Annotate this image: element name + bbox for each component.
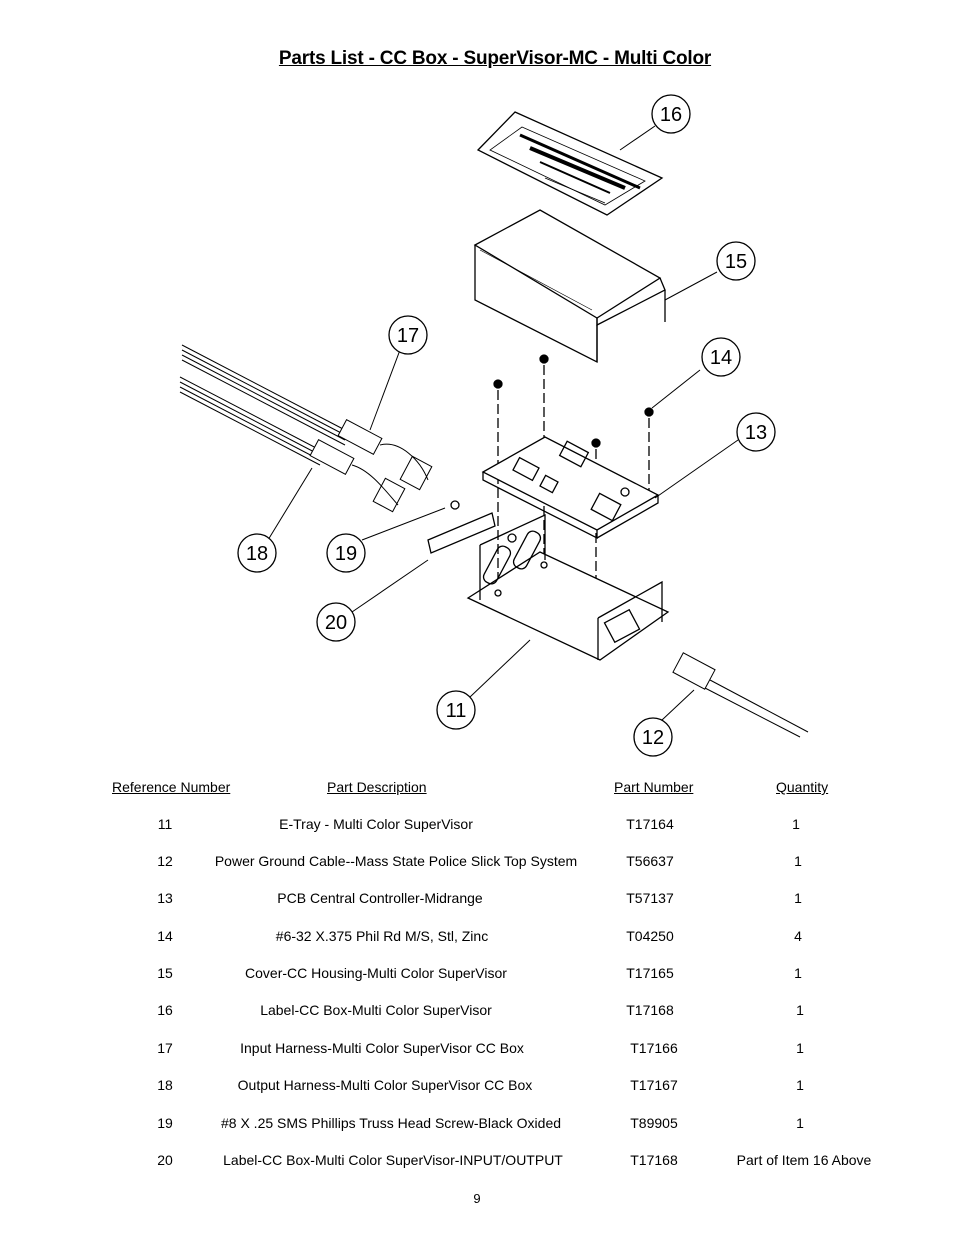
table-row: 13 PCB Central Controller-Midrange T5713… xyxy=(0,890,954,910)
cover-housing xyxy=(473,209,666,364)
leader-lines xyxy=(267,125,739,721)
table-row: 11 E-Tray - Multi Color SuperVisor T1716… xyxy=(0,816,954,836)
qty-cell: 1 xyxy=(794,965,802,981)
callout-11: 11 xyxy=(436,690,476,730)
qty-cell: 1 xyxy=(794,890,802,906)
label-plate xyxy=(476,111,664,216)
callout-14: 14 xyxy=(701,337,741,377)
ref-cell: 12 xyxy=(157,853,173,869)
ref-cell: 13 xyxy=(157,890,173,906)
qty-cell: 1 xyxy=(796,1077,804,1093)
svg-text:20: 20 xyxy=(325,612,347,634)
part-number-cell: T17166 xyxy=(630,1040,678,1056)
part-number-cell: T89905 xyxy=(630,1115,678,1131)
svg-text:14: 14 xyxy=(710,347,732,369)
table-row: 15 Cover-CC Housing-Multi Color SuperVis… xyxy=(0,965,954,985)
header-part-description: Part Description xyxy=(327,779,427,795)
table-row: 18 Output Harness-Multi Color SuperVisor… xyxy=(0,1077,954,1097)
part-number-cell: T17168 xyxy=(630,1152,678,1168)
ref-cell: 19 xyxy=(157,1115,173,1131)
ref-cell: 15 xyxy=(157,965,173,981)
callout-12: 12 xyxy=(633,717,673,757)
table-row: 19 #8 X .25 SMS Phillips Truss Head Scre… xyxy=(0,1115,954,1135)
page-number: 9 xyxy=(473,1191,481,1206)
part-number-cell: T56637 xyxy=(626,853,674,869)
svg-text:19: 19 xyxy=(335,543,357,565)
qty-cell: 1 xyxy=(796,1002,804,1018)
desc-cell: Input Harness-Multi Color SuperVisor CC … xyxy=(240,1040,524,1056)
qty-cell: Part of Item 16 Above xyxy=(736,1152,872,1168)
desc-cell: Cover-CC Housing-Multi Color SuperVisor xyxy=(245,965,507,981)
header-part-number: Part Number xyxy=(614,779,694,795)
callout-13: 13 xyxy=(736,412,776,452)
exploded-assembly-diagram: 16 15 17 14 13 18 19 20 11 12 xyxy=(179,94,809,757)
table-row: 12 Power Ground Cable--Mass State Police… xyxy=(0,853,954,873)
ref-cell: 17 xyxy=(157,1040,173,1056)
pcb-board xyxy=(481,436,660,540)
part-number-cell: T57137 xyxy=(626,890,674,906)
ref-cell: 20 xyxy=(157,1152,173,1168)
svg-text:16: 16 xyxy=(660,104,682,126)
wire-harness xyxy=(179,344,433,513)
desc-cell: PCB Central Controller-Midrange xyxy=(277,890,483,906)
callout-16: 16 xyxy=(651,94,691,134)
desc-cell: E-Tray - Multi Color SuperVisor xyxy=(279,816,473,832)
ref-cell: 11 xyxy=(157,816,173,832)
e-tray xyxy=(466,513,670,661)
svg-text:11: 11 xyxy=(446,700,467,722)
part-number-cell: T17165 xyxy=(626,965,674,981)
qty-cell: 4 xyxy=(794,928,802,944)
qty-cell: 1 xyxy=(794,853,802,869)
desc-cell: Label-CC Box-Multi Color SuperVisor-INPU… xyxy=(223,1152,563,1168)
header-reference-number: Reference Number xyxy=(112,779,231,795)
svg-text:13: 13 xyxy=(745,422,767,444)
ref-cell: 18 xyxy=(157,1077,173,1093)
page-title: Parts List - CC Box - SuperVisor-MC - Mu… xyxy=(278,48,712,69)
svg-text:15: 15 xyxy=(725,251,747,273)
ref-cell: 14 xyxy=(157,928,173,944)
ref-cell: 16 xyxy=(157,1002,173,1018)
header-quantity: Quantity xyxy=(776,779,829,795)
table-row: 14 #6-32 X.375 Phil Rd M/S, Stl, Zinc T0… xyxy=(0,928,954,948)
callout-15: 15 xyxy=(716,241,756,281)
table-row: 20 Label-CC Box-Multi Color SuperVisor-I… xyxy=(0,1152,954,1172)
svg-text:17: 17 xyxy=(397,325,419,347)
table-row: 16 Label-CC Box-Multi Color SuperVisor T… xyxy=(0,1002,954,1022)
callout-18: 18 xyxy=(237,533,277,573)
io-label-strip xyxy=(427,500,496,554)
part-number-cell: T17164 xyxy=(626,816,674,832)
svg-text:18: 18 xyxy=(246,543,268,565)
power-cable xyxy=(672,652,809,738)
svg-text:12: 12 xyxy=(642,727,664,749)
callout-20: 20 xyxy=(316,602,356,642)
part-number-cell: T17167 xyxy=(630,1077,678,1093)
callout-17: 17 xyxy=(388,315,428,355)
table-row: 17 Input Harness-Multi Color SuperVisor … xyxy=(0,1040,954,1060)
desc-cell: Label-CC Box-Multi Color SuperVisor xyxy=(260,1002,492,1018)
desc-cell: #8 X .25 SMS Phillips Truss Head Screw-B… xyxy=(220,1115,562,1131)
desc-cell: Power Ground Cable--Mass State Police Sl… xyxy=(214,853,578,869)
desc-cell: Output Harness-Multi Color SuperVisor CC… xyxy=(237,1077,533,1093)
desc-cell: #6-32 X.375 Phil Rd M/S, Stl, Zinc xyxy=(275,928,489,944)
callout-19: 19 xyxy=(326,533,366,573)
qty-cell: 1 xyxy=(792,816,800,832)
part-number-cell: T04250 xyxy=(626,928,674,944)
qty-cell: 1 xyxy=(796,1040,804,1056)
qty-cell: 1 xyxy=(796,1115,804,1131)
part-number-cell: T17168 xyxy=(626,1002,674,1018)
